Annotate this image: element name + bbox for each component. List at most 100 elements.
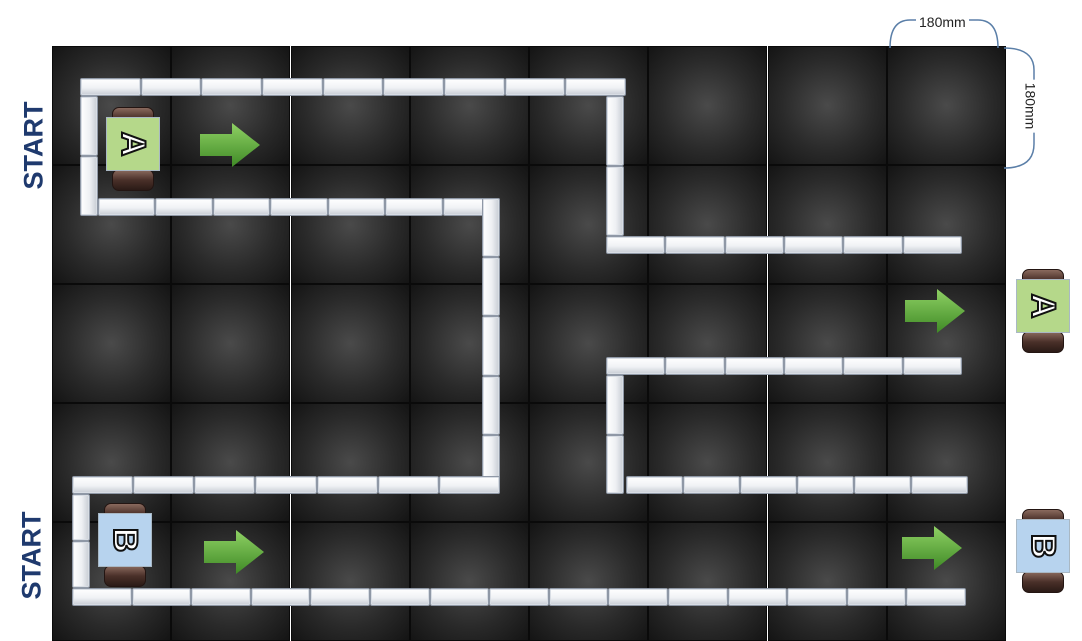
wall-block xyxy=(328,198,385,216)
robot-body: A xyxy=(1016,279,1070,333)
wall-block xyxy=(505,78,566,96)
wall-block xyxy=(132,588,192,606)
floor-tile xyxy=(648,46,767,165)
floor-tile xyxy=(410,284,529,403)
wall-block xyxy=(482,316,500,375)
wall-block xyxy=(626,476,683,494)
wall-block xyxy=(482,376,500,435)
wall-block xyxy=(482,198,500,257)
robot-letter: B xyxy=(1017,520,1069,572)
wall-block xyxy=(668,588,728,606)
wheel-icon xyxy=(104,565,146,587)
robot-letter: B xyxy=(99,514,151,566)
wall-block xyxy=(430,588,490,606)
wall-block xyxy=(606,375,624,435)
floor-tile xyxy=(171,165,290,284)
floor-tile xyxy=(887,403,1006,522)
robot-letter: A xyxy=(107,118,159,170)
wall-block xyxy=(439,476,500,494)
wall-block xyxy=(72,476,133,494)
floor-tile xyxy=(529,46,648,165)
wall-block xyxy=(784,357,843,375)
floor-tile xyxy=(171,403,290,522)
maze-board xyxy=(52,46,1006,634)
wall-block xyxy=(213,198,270,216)
floor-tile xyxy=(291,522,410,641)
wall-block xyxy=(72,588,132,606)
width-dimension-label: 180mm xyxy=(916,14,969,30)
wall-block xyxy=(740,476,797,494)
wheel-icon xyxy=(1022,331,1064,353)
wall-block xyxy=(155,198,212,216)
floor-tile xyxy=(291,284,410,403)
floor-tile xyxy=(648,165,767,284)
wall-block xyxy=(787,588,847,606)
wall-block xyxy=(262,78,323,96)
floor-tile xyxy=(410,165,529,284)
wall-block xyxy=(80,78,141,96)
wall-block xyxy=(549,588,609,606)
wall-block xyxy=(728,588,788,606)
floor-tile xyxy=(291,46,410,165)
wall-block xyxy=(565,78,626,96)
floor-tile xyxy=(768,522,887,641)
arrow-right-icon xyxy=(900,524,964,572)
floor-tile xyxy=(410,522,529,641)
wall-block xyxy=(323,78,384,96)
floor-tile xyxy=(887,46,1006,165)
wall-block xyxy=(606,96,624,166)
robot-letter: A xyxy=(1017,280,1069,332)
floor-tile xyxy=(887,165,1006,284)
wall-block xyxy=(665,236,724,254)
wall-block xyxy=(251,588,311,606)
wall-block xyxy=(444,78,505,96)
wall-block xyxy=(843,236,902,254)
floor-tile xyxy=(768,165,887,284)
wall-block xyxy=(725,357,784,375)
arrow-right-icon xyxy=(198,121,262,169)
wheel-icon xyxy=(1022,571,1064,593)
wall-block xyxy=(201,78,262,96)
wall-block xyxy=(606,435,624,495)
floor-tile xyxy=(410,403,529,522)
wheel-icon xyxy=(112,169,154,191)
floor-tile xyxy=(768,284,887,403)
wall-block xyxy=(606,357,665,375)
robot-body: B xyxy=(98,513,152,567)
wall-block xyxy=(482,257,500,316)
wall-block xyxy=(606,166,624,236)
height-dimension-label: 180mm xyxy=(1022,80,1038,133)
floor-tile xyxy=(171,284,290,403)
robot-b-end: B xyxy=(1002,509,1082,589)
wall-block xyxy=(98,198,155,216)
wall-block xyxy=(385,198,442,216)
wall-block xyxy=(911,476,968,494)
robot-body: B xyxy=(1016,519,1070,573)
start-label-a: START xyxy=(19,86,50,206)
wall-block xyxy=(194,476,255,494)
wall-block xyxy=(255,476,316,494)
robot-a-end: A xyxy=(1002,269,1082,349)
robot-a-start: A xyxy=(92,107,172,187)
arrow-right-icon xyxy=(202,528,266,576)
robot-body: A xyxy=(106,117,160,171)
floor-tile xyxy=(410,46,529,165)
wall-block xyxy=(370,588,430,606)
wall-block xyxy=(854,476,911,494)
wall-block xyxy=(489,588,549,606)
wall-block xyxy=(725,236,784,254)
floor-tile xyxy=(648,403,767,522)
wall-block xyxy=(784,236,843,254)
arrow-right-icon xyxy=(903,287,967,335)
floor-tile xyxy=(648,284,767,403)
wall-block xyxy=(383,78,444,96)
floor-tile xyxy=(529,522,648,641)
floor-tile xyxy=(291,403,410,522)
floor-tile xyxy=(52,284,171,403)
wall-block xyxy=(847,588,907,606)
start-label-b: START xyxy=(17,496,48,616)
wall-block xyxy=(606,236,665,254)
wall-block xyxy=(683,476,740,494)
floor-tile xyxy=(529,403,648,522)
wall-block xyxy=(797,476,854,494)
